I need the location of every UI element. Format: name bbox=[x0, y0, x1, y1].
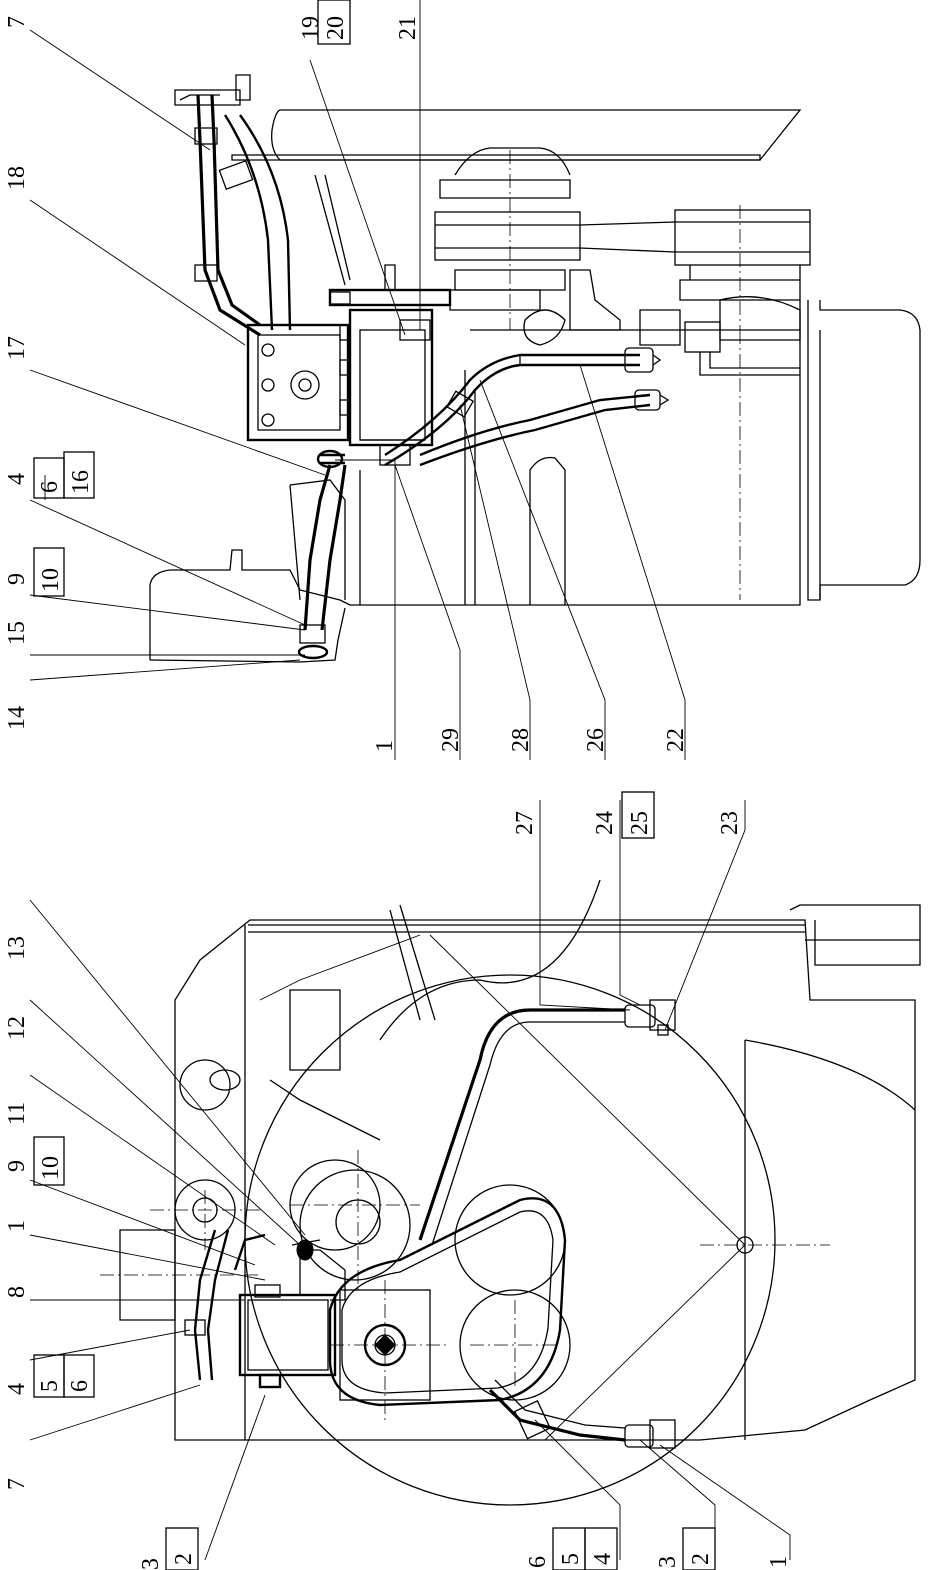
callout-7-bottom: 7 bbox=[4, 1478, 30, 1490]
leader-lines bbox=[29, 0, 791, 1561]
callout-box-4-right bbox=[584, 1527, 618, 1570]
callout-1-top: 1 bbox=[372, 740, 398, 752]
callout-17: 17 bbox=[4, 336, 30, 360]
callout-6-bottom: 6 bbox=[67, 1380, 93, 1392]
callout-box-20 bbox=[317, 0, 351, 45]
callout-5-bottom-right: 5 bbox=[558, 1553, 584, 1565]
callout-29: 29 bbox=[438, 728, 464, 752]
callout-1-bottom-right: 1 bbox=[766, 1556, 792, 1568]
callout-13: 13 bbox=[4, 936, 30, 960]
callout-2-bottom-right: 2 bbox=[688, 1553, 714, 1565]
callout-6-bottom-right: 6 bbox=[525, 1556, 551, 1568]
callout-box-10-top bbox=[33, 547, 65, 597]
callout-23: 23 bbox=[717, 811, 743, 835]
callout-box-16 bbox=[63, 451, 95, 499]
callout-16: 16 bbox=[68, 470, 94, 494]
callout-9-top: 9 bbox=[4, 573, 30, 585]
top-view bbox=[149, 74, 921, 663]
callout-3-bottom-right: 3 bbox=[655, 1556, 681, 1568]
callout-18: 18 bbox=[4, 166, 30, 190]
callout-11: 11 bbox=[4, 1102, 30, 1125]
callout-8: 8 bbox=[4, 1286, 30, 1298]
callout-box-6-bottom bbox=[63, 1354, 95, 1398]
callout-3-bottom-left: 3 bbox=[138, 1558, 164, 1570]
callout-4-top: 4 bbox=[4, 473, 30, 485]
callout-25: 25 bbox=[627, 811, 653, 835]
callout-26: 26 bbox=[583, 728, 609, 752]
callout-box-10-bottom bbox=[33, 1136, 65, 1186]
callout-10-bottom: 10 bbox=[38, 1156, 64, 1180]
bottom-view bbox=[100, 879, 921, 1506]
callout-4-bottom: 4 bbox=[4, 1383, 30, 1395]
callout-5-bottom: 5 bbox=[37, 1380, 63, 1392]
callout-2-bottom-left: 2 bbox=[171, 1553, 197, 1565]
callout-4-bottom-right: 4 bbox=[590, 1553, 616, 1565]
callout-27: 27 bbox=[512, 811, 538, 835]
callout-19: 19 bbox=[298, 16, 324, 40]
callout-box-2-right bbox=[682, 1527, 716, 1570]
callout-1-bottom-upper: 1 bbox=[4, 1220, 30, 1232]
callout-28: 28 bbox=[508, 728, 534, 752]
callout-20: 20 bbox=[323, 16, 349, 40]
callout-box-25 bbox=[621, 791, 655, 839]
callout-22: 22 bbox=[663, 728, 689, 752]
callout-9-bottom: 9 bbox=[4, 1160, 30, 1172]
callout-14: 14 bbox=[4, 706, 30, 730]
callout-24: 24 bbox=[592, 811, 618, 835]
callout-6-top: 6 bbox=[37, 481, 63, 493]
callout-7-top: 7 bbox=[4, 16, 30, 28]
callout-labels: 7 18 17 4 6 16 9 10 15 14 19 20 21 1 29 … bbox=[4, 0, 792, 1570]
callout-12: 12 bbox=[4, 1016, 30, 1040]
callout-box-2-left bbox=[165, 1527, 199, 1570]
callout-15: 15 bbox=[4, 621, 30, 645]
callout-21: 21 bbox=[395, 16, 421, 40]
callout-10-top: 10 bbox=[38, 568, 64, 592]
